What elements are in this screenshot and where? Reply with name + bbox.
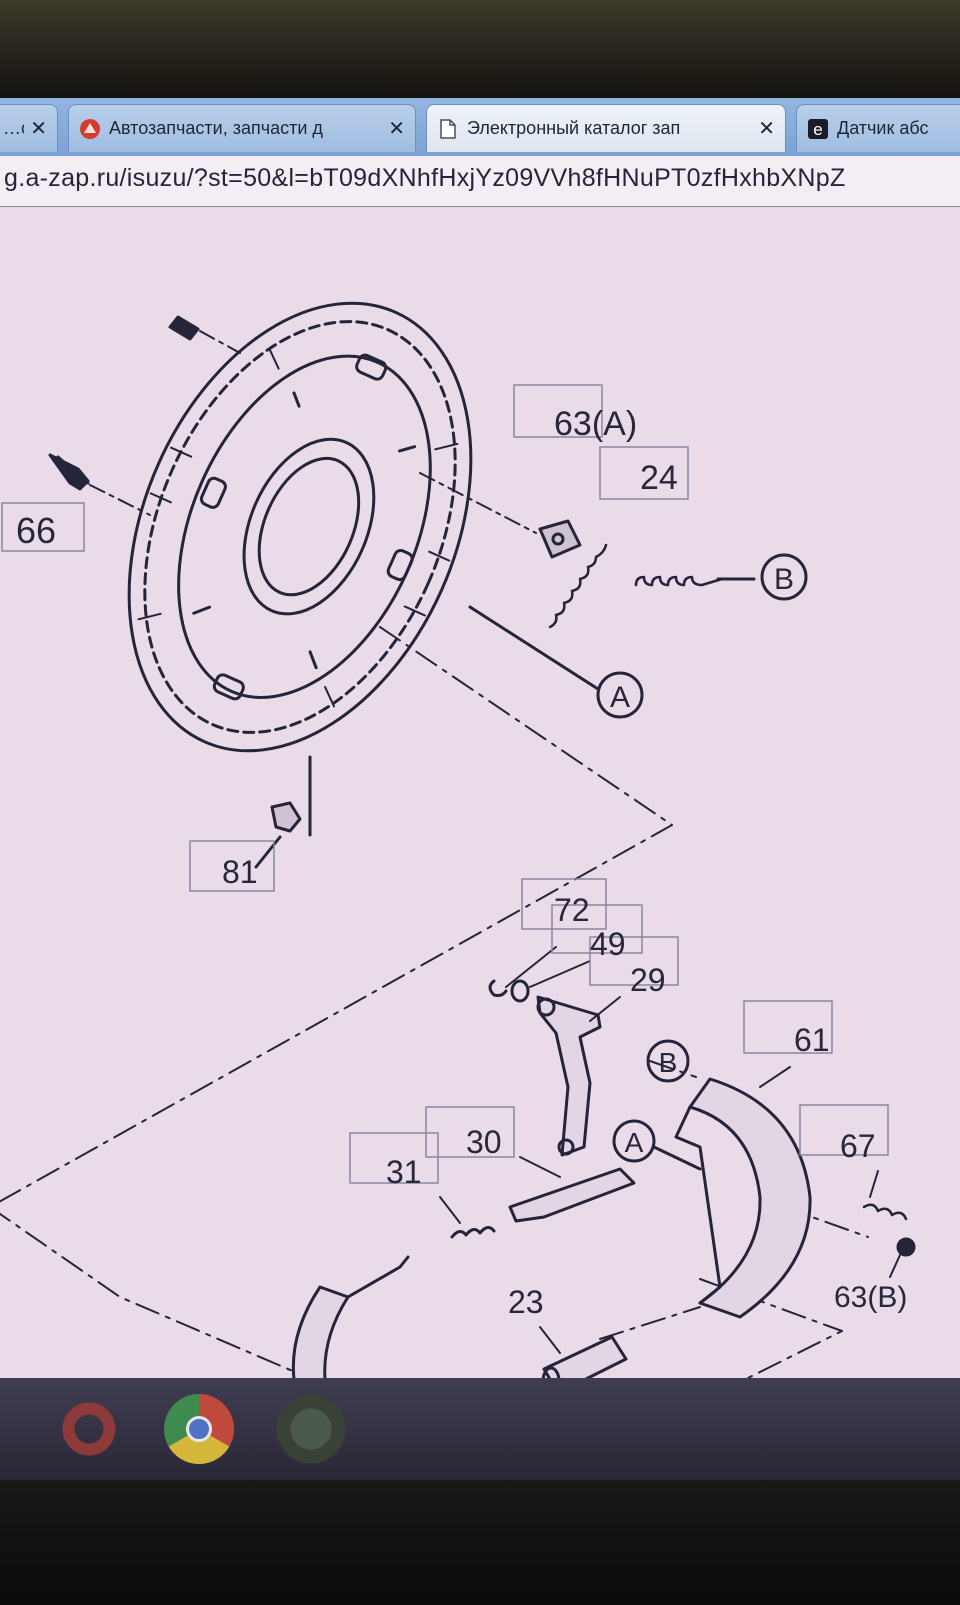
parts-diagram: 66 63(A) 24 81 72 49 29 61 67 63(B) 30 3… xyxy=(0,301,916,1480)
adjuster-plate-63a xyxy=(419,472,582,559)
lever-29 xyxy=(536,995,621,1157)
monitor-bezel-bottom xyxy=(0,1480,960,1605)
circled-ref-b-lower xyxy=(646,1039,690,1083)
circled-letter-a-top: A xyxy=(610,681,630,714)
part-label-31: 31 xyxy=(386,1154,422,1190)
opera-icon[interactable] xyxy=(54,1394,124,1464)
part-label-30: 30 xyxy=(466,1124,502,1160)
tab-label: Автозапчасти, запчасти д xyxy=(109,118,323,138)
spring-24 xyxy=(548,543,756,629)
ie-icon: e xyxy=(808,118,828,139)
chrome-icon[interactable] xyxy=(164,1394,234,1464)
washer-49 xyxy=(510,979,530,1003)
page-content: 66 63(A) 24 81 72 49 29 61 67 63(B) 30 3… xyxy=(0,207,960,1480)
assembly-lines xyxy=(0,626,869,1480)
part-label-63b: 63(B) xyxy=(834,1281,907,1314)
circled-letter-b-lower: B xyxy=(659,1047,678,1078)
circled-letter-a-lower: A xyxy=(625,1127,644,1158)
part-label-72: 72 xyxy=(554,892,590,928)
circled-letter-b-top: B xyxy=(774,563,794,596)
browser-window: …о ✕ Автозапчасти, запчасти д ✕ Электрон… xyxy=(0,98,960,1480)
backing-plate xyxy=(127,301,473,753)
tab-abs-sensor[interactable]: e Датчик абс xyxy=(796,104,960,152)
part-label-61: 61 xyxy=(794,1022,830,1058)
url-text[interactable]: g.a-zap.ru/isuzu/?st=50&l=bT09dXNhfHxjYz… xyxy=(4,164,846,192)
close-icon[interactable]: ✕ xyxy=(758,118,775,140)
bolt-66 xyxy=(48,453,151,516)
monitor-bezel-top xyxy=(0,0,960,98)
circled-ref-b-top xyxy=(760,553,808,601)
tab-label: Датчик абс xyxy=(837,118,929,138)
tab-strip: …о ✕ Автозапчасти, запчасти д ✕ Электрон… xyxy=(0,98,960,156)
brake-shoe-61 xyxy=(674,1066,812,1319)
svg-text:e: e xyxy=(813,120,822,139)
close-icon[interactable]: ✕ xyxy=(388,118,405,140)
part-label-29: 29 xyxy=(630,962,666,998)
azap-logo-icon xyxy=(80,118,100,139)
part-label-66: 66 xyxy=(16,510,56,551)
part-label-81: 81 xyxy=(222,854,258,890)
strut-30 xyxy=(508,1156,636,1223)
clip-72 xyxy=(488,979,508,997)
part-label-24: 24 xyxy=(640,459,678,497)
tab-azap[interactable]: Автозапчасти, запчасти д ✕ xyxy=(68,104,416,152)
part-label-63a: 63(A) xyxy=(554,405,637,443)
circled-ref-a-lower xyxy=(612,1119,702,1171)
spring-67 xyxy=(862,1203,908,1221)
part-label-67: 67 xyxy=(840,1128,876,1164)
part-label-49: 49 xyxy=(590,926,626,962)
spring-31 xyxy=(450,1226,496,1239)
nut-81 xyxy=(254,755,312,869)
close-icon[interactable]: ✕ xyxy=(30,118,47,140)
address-bar[interactable]: g.a-zap.ru/isuzu/?st=50&l=bT09dXNhfHxjYz… xyxy=(0,156,960,207)
app-icon[interactable] xyxy=(276,1394,346,1464)
part-label-23: 23 xyxy=(508,1284,544,1320)
tab-catalog[interactable]: Электронный каталог зап ✕ xyxy=(426,104,786,152)
bolt-top xyxy=(168,315,200,341)
document-icon xyxy=(440,118,456,139)
tab-previous[interactable]: …о ✕ xyxy=(0,104,58,152)
label-boxes xyxy=(1,384,889,1184)
tab-label: …о xyxy=(3,118,24,138)
tab-label: Электронный каталог зап xyxy=(467,118,681,138)
circled-ref-a-top xyxy=(468,605,644,719)
cap-63b xyxy=(896,1237,916,1257)
taskbar xyxy=(0,1378,960,1480)
